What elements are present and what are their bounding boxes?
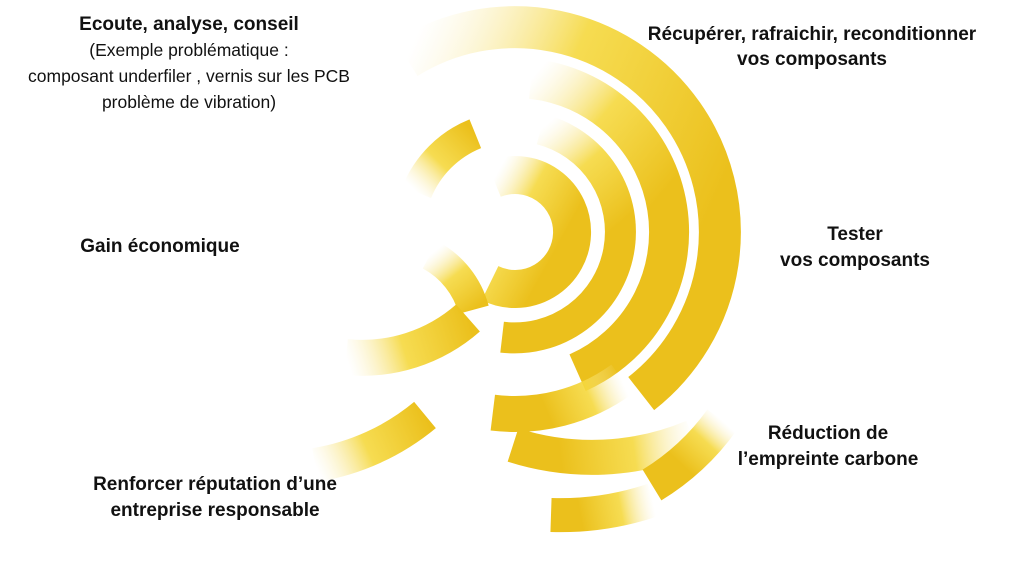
label-line: l’empreinte carbone	[737, 448, 919, 470]
label-line: Réduction de	[767, 423, 889, 444]
label-line: Tester	[827, 224, 883, 245]
arc-fragment-ring2-lower-left	[422, 241, 489, 315]
label-line: vos composants	[780, 249, 930, 271]
arc-fragment-bottom-right-1	[507, 420, 700, 475]
arc-fragment-far-right	[642, 409, 737, 501]
arc-fragment-inner-ring	[481, 156, 592, 308]
label-line: vos composants	[737, 49, 887, 70]
label-tester-composants: Tester vos composants	[745, 222, 965, 273]
label-line: Renforcer réputation d’une	[93, 474, 337, 495]
label-subline: problème de vibration)	[101, 92, 277, 112]
label-recuperer-rafraichir: Récupérer, rafraichir, reconditionner vo…	[602, 22, 1022, 72]
label-line: entreprise responsable	[110, 500, 320, 521]
label-renforcer-reputation: Renforcer réputation d’une entreprise re…	[55, 472, 375, 524]
arc-fragment-bottom-left-1	[344, 304, 480, 376]
arc-fragment-ring3-bottom	[490, 364, 633, 432]
label-reduction-empreinte-carbone: Réduction de l’empreinte carbone	[708, 421, 948, 472]
arc-fragment-bottom-right-2	[550, 483, 659, 533]
arc-fragment-bottom-left-2	[311, 401, 436, 482]
label-subline: composant underfiler , vernis sur les PC…	[28, 66, 350, 86]
label-gain-economique: Gain économique	[30, 234, 290, 259]
arc-fragment-ring3-right	[528, 58, 690, 391]
arc-fragment-outer-right	[395, 6, 741, 411]
label-title: Ecoute, analyse, conseil	[79, 14, 299, 35]
arc-fragment-ring2-upper-left	[402, 119, 482, 199]
label-line: Récupérer, rafraichir, reconditionner	[647, 24, 977, 45]
label-line: Gain économique	[80, 236, 240, 257]
label-ecoute-analyse-conseil: Ecoute, analyse, conseil (Exemple problé…	[0, 13, 378, 115]
label-subline: (Exemple problématique :	[89, 40, 289, 60]
arc-fragment-ring2-right	[500, 114, 636, 354]
